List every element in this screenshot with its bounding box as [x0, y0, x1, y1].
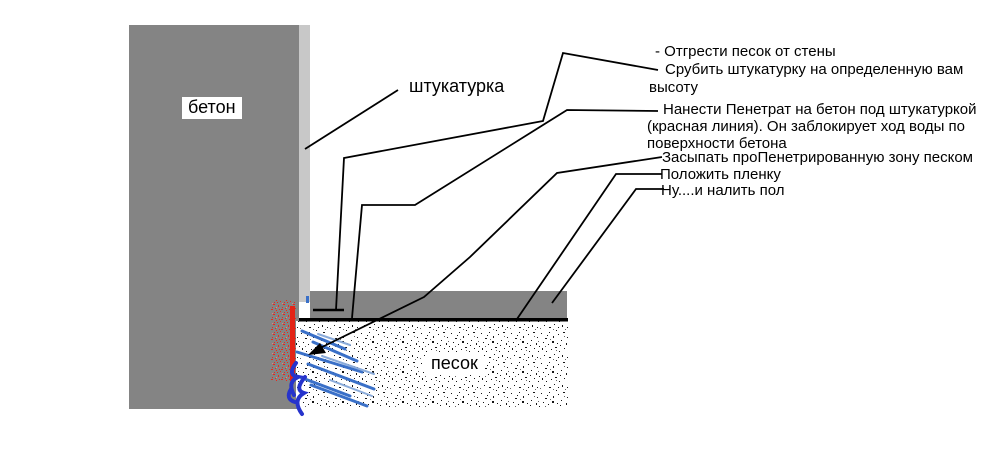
water-flow-arrows: [286, 296, 376, 416]
annotation-pour-floor: Ну....и налить пол: [661, 182, 785, 199]
plaster-label: штукатурка: [409, 76, 505, 96]
blue-corner-mark: [306, 296, 309, 303]
leader-plaster: [304, 89, 399, 150]
annotation-chop-plaster-1: Срубить штукатурку на определенную вам: [665, 61, 964, 78]
annotation-lay-film: Положить пленку: [660, 166, 781, 183]
annotation-rake-sand: - Отгрести песок от стены: [655, 43, 836, 60]
sand-label: песок: [425, 353, 484, 375]
annotation-apply-penetrate-3: поверхности бетона: [647, 135, 787, 152]
annotation-chop-plaster-2: высоту: [649, 79, 698, 96]
annotation-apply-penetrate-2: (красная линия). Он заблокирует ход воды…: [647, 118, 965, 135]
leader-pour-floor: [551, 188, 664, 304]
red-penetrate-line: [290, 306, 295, 381]
leader-backfill-arrowhead: [308, 343, 326, 355]
leader-chop-plaster: [335, 51, 659, 311]
leader-lay-film: [516, 173, 662, 320]
floor-slab: [310, 291, 567, 318]
plaster-layer: [299, 25, 310, 302]
annotation-backfill-sand: Засыпать проПенетрированную зону песком: [662, 149, 973, 166]
concrete-label: бетон: [182, 97, 242, 119]
annotation-apply-penetrate-1: Нанести Пенетрат на бетон под штукатурко…: [663, 101, 977, 118]
film-line: [299, 318, 568, 322]
leader-apply-penetrate: [351, 109, 659, 319]
leader-backfill-sand: [311, 156, 663, 353]
concrete-wall: [129, 25, 299, 409]
